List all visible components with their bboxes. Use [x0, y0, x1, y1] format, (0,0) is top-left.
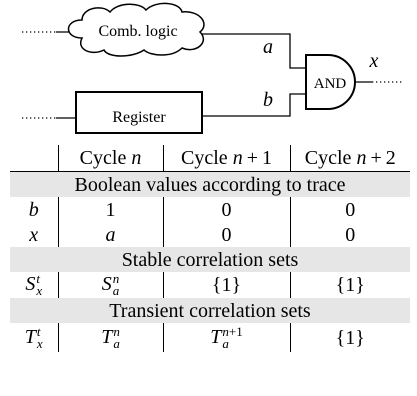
header-cycle-var: n	[131, 147, 142, 169]
math-base: S	[101, 273, 112, 295]
header-cycle-num: 2	[385, 147, 396, 169]
cell-value: 0	[221, 223, 232, 246]
register-box	[75, 91, 203, 134]
cell-value: 1	[105, 198, 116, 221]
signal-x-label: x	[369, 50, 379, 72]
math-superscript-rest: +1	[228, 323, 243, 339]
header-corner	[10, 145, 58, 172]
cell-value: {1}	[211, 274, 242, 296]
cell-t-cycle-n-plus-2: {1}	[289, 323, 410, 352]
header-cycle-op: +	[370, 147, 382, 169]
signal-b-label: b	[263, 89, 273, 111]
cell-s-cycle-n-plus-2: {1}	[289, 272, 410, 298]
and-gate	[305, 54, 356, 110]
header-cycle-num: 1	[261, 147, 272, 169]
cell-s-cycle-n-plus-1: {1}	[162, 272, 290, 298]
cell-value: 0	[345, 198, 356, 221]
math-subscript: a	[113, 335, 120, 351]
math-base: S	[25, 273, 36, 295]
row-label-b: b	[10, 197, 58, 222]
cell-x-cycle-n-plus-1: 0	[162, 222, 290, 247]
signal-a-label: a	[263, 36, 273, 58]
row-b: b 1 0 0	[10, 197, 410, 222]
header-cycle-text: Cycle	[304, 147, 352, 169]
cell-x-cycle-n-plus-2: 0	[289, 222, 410, 247]
cell-b-cycle-n-plus-1: 0	[162, 197, 290, 222]
comb-logic-label: Comb. logic	[98, 23, 177, 40]
section-title-transient: Transient correlation sets	[10, 298, 410, 323]
and-gate-label: AND	[314, 76, 347, 92]
row-label-x: x	[10, 222, 58, 247]
math-base: T	[24, 325, 36, 348]
header-cycle-text: Cycle	[181, 147, 228, 169]
math-subscript: x	[36, 335, 43, 351]
cell-b-cycle-n: 1	[57, 197, 163, 222]
math-subscript: a	[222, 335, 229, 351]
section-row-boolean: Boolean values according to trace	[10, 171, 410, 197]
wire-a	[190, 33, 309, 69]
row-x: x a 0 0	[10, 222, 410, 247]
math-subscript: a	[112, 283, 120, 298]
math-superscript: n	[113, 323, 120, 339]
section-row-stable: Stable correlation sets	[10, 247, 410, 272]
math-superscript: t	[36, 272, 40, 286]
header-cycle-var: n	[232, 147, 243, 169]
section-title-boolean: Boolean values according to trace	[10, 171, 410, 197]
signal-x-symbol: x	[29, 223, 39, 246]
math-superscript: n	[112, 272, 120, 286]
circuit-diagram: Comb. logic Register AND a b x	[22, 2, 404, 134]
signal-b-symbol: b	[28, 198, 39, 221]
cell-value: a	[105, 223, 116, 246]
header-cycle-op: +	[246, 147, 258, 169]
cell-value: {1}	[335, 326, 365, 349]
section-row-transient: Transient correlation sets	[10, 298, 410, 323]
section-title-stable: Stable correlation sets	[10, 247, 410, 272]
header-cycle-text: Cycle	[79, 147, 127, 169]
cell-value: 0	[221, 198, 232, 221]
comb-logic-cloud	[67, 2, 205, 57]
math-base: T	[210, 325, 222, 348]
cell-value: 0	[345, 223, 356, 246]
math-superscript: t	[36, 323, 41, 339]
cell-value: {1}	[335, 274, 365, 296]
math-superscript: n+1	[222, 323, 243, 339]
header-cycle-var: n	[356, 147, 367, 169]
wire-b	[200, 93, 309, 117]
cell-x-cycle-n: a	[57, 222, 163, 247]
math-subscript: x	[36, 283, 43, 298]
math-base: T	[101, 325, 113, 348]
register-label: Register	[112, 109, 166, 126]
cell-b-cycle-n-plus-2: 0	[289, 197, 410, 222]
math-superscript-var: n	[222, 323, 229, 339]
